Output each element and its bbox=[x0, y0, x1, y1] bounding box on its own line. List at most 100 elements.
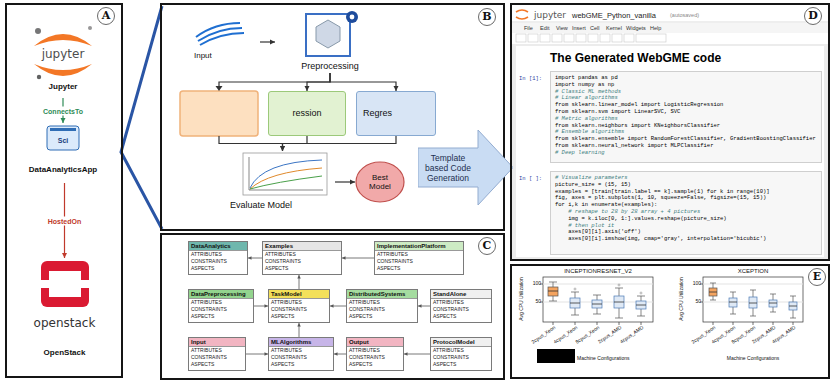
zoom-wedge bbox=[121, 6, 162, 229]
connector bbox=[297, 275, 301, 289]
tick-label: 100 bbox=[681, 280, 701, 286]
menu-item: Edit bbox=[540, 25, 549, 31]
notebook-chrome bbox=[512, 44, 828, 259]
notebook-chrome bbox=[612, 34, 622, 42]
input-node: Input bbox=[190, 21, 260, 63]
tick-label: 2cpus_Xeon bbox=[524, 324, 557, 350]
panel-letter: A bbox=[97, 7, 115, 25]
notebook-name: webGME_Python_vanilla bbox=[572, 11, 656, 20]
compartment: CONSTRAINTS bbox=[189, 354, 245, 361]
panel: CDataAnalyticsATTRIBUTESCONSTRAINTSASPEC… bbox=[160, 233, 505, 380]
menu-item: View bbox=[556, 25, 568, 31]
panel: EINCEPTIONRESNET_V2Avg CPU Utilization10… bbox=[510, 264, 830, 379]
logo-text: jupyter bbox=[23, 47, 103, 61]
redaction-block bbox=[537, 349, 575, 363]
node-label: Evaluate Model bbox=[230, 200, 292, 210]
arrow-head bbox=[216, 86, 223, 91]
arrow-head bbox=[404, 352, 408, 356]
sci-icon bbox=[50, 128, 76, 131]
preprocessing-icon bbox=[346, 11, 358, 23]
panel: BInputPreprocessingressionRegresEvaluate… bbox=[160, 3, 505, 231]
code-line: import numpy as np bbox=[555, 82, 817, 89]
notebook-chrome bbox=[576, 34, 586, 42]
arrow-head bbox=[297, 323, 301, 327]
compartment: ATTRIBUTES bbox=[189, 251, 247, 258]
code-line: from sklearn.ensemble import RandomFores… bbox=[555, 136, 817, 143]
chart-title: XCEPTION bbox=[703, 268, 803, 274]
arrow-head bbox=[330, 304, 334, 308]
notebook-chrome bbox=[516, 34, 526, 42]
jupyter-logo bbox=[35, 28, 41, 34]
input-icon bbox=[198, 28, 242, 41]
box-plot bbox=[709, 292, 797, 306]
code-line: import pandas as pd bbox=[555, 75, 817, 82]
preprocessing-icon bbox=[350, 15, 355, 20]
box-plot bbox=[540, 284, 641, 325]
arrow-head bbox=[270, 40, 275, 45]
class-box: ProtocolModelATTRIBUTESCONSTRAINTSASPECT… bbox=[430, 337, 492, 371]
compartment: ASPECTS bbox=[189, 361, 245, 368]
input-icon bbox=[196, 23, 244, 45]
box-plot bbox=[549, 282, 557, 301]
axis-title: Machine Configurations bbox=[703, 355, 803, 361]
compartment: CONSTRAINTS bbox=[189, 306, 253, 313]
prompt: In [1]: bbox=[519, 75, 542, 82]
heading: The Generated WebGME code bbox=[550, 51, 721, 65]
menu-item: Kernel bbox=[606, 25, 622, 31]
arrow-head bbox=[61, 118, 66, 123]
evaluation-chart bbox=[249, 157, 323, 190]
input-icon bbox=[196, 23, 240, 37]
compartment: CONSTRAINTS bbox=[431, 354, 491, 361]
redaction-block bbox=[537, 349, 575, 363]
box-plot bbox=[637, 296, 645, 316]
connector bbox=[280, 136, 396, 151]
compartment: ASPECTS bbox=[189, 313, 253, 320]
notebook-chrome bbox=[516, 34, 666, 42]
connector bbox=[246, 352, 268, 356]
connector bbox=[330, 73, 399, 91]
panel-letter: B bbox=[478, 8, 496, 26]
compartment: ATTRIBUTES bbox=[375, 251, 463, 258]
box-plot bbox=[730, 292, 736, 314]
menu-item: File bbox=[524, 25, 533, 31]
compartment: ATTRIBUTES bbox=[269, 299, 329, 306]
code-cell: In [1]:import pandas as pdimport numpy a… bbox=[550, 71, 822, 163]
code-line: # Metric algorithms bbox=[555, 116, 817, 123]
arrow-head bbox=[216, 86, 223, 91]
compartment: CONSTRAINTS bbox=[375, 258, 463, 265]
code-line: picture_size = (15, 15) bbox=[555, 182, 817, 189]
notebook-chrome bbox=[624, 34, 634, 42]
class-name: StandAlone bbox=[431, 290, 491, 299]
notebook-chrome bbox=[588, 34, 598, 42]
box-plot bbox=[615, 288, 623, 318]
logo-text: jupyter bbox=[534, 10, 566, 20]
preprocessing-icon bbox=[316, 20, 340, 48]
connector bbox=[334, 352, 346, 356]
prompt: In [ ]: bbox=[519, 175, 542, 182]
menu-item: Cell bbox=[590, 25, 599, 31]
class-name: Examples bbox=[263, 242, 341, 251]
node-label: DataAnalyticsApp bbox=[13, 165, 113, 174]
connector-line bbox=[307, 73, 330, 91]
class-box: TaskModelATTRIBUTESCONSTRAINTSASPECTS bbox=[268, 289, 330, 323]
result-ellipse: Best Model bbox=[355, 161, 405, 203]
openstack-logo bbox=[41, 280, 49, 288]
panel-letter: D bbox=[804, 7, 822, 25]
box-plot bbox=[769, 300, 777, 307]
menu-item: Insert bbox=[572, 25, 586, 31]
code-line: examples = [train[train.label == k].samp… bbox=[555, 189, 817, 196]
evaluation-chart bbox=[243, 153, 327, 195]
panel-letter: C bbox=[478, 237, 496, 255]
connector bbox=[254, 304, 268, 308]
node-label: OpenStack bbox=[17, 348, 112, 357]
evaluation-chart bbox=[250, 168, 322, 189]
code-line: from sklearn.linear_model import Logisti… bbox=[555, 102, 817, 109]
notebook-chrome bbox=[636, 34, 666, 42]
jupyter-logo bbox=[34, 64, 92, 76]
box-plot bbox=[548, 291, 646, 305]
code-line: # Visualize parameters bbox=[555, 175, 817, 182]
node-label: Preprocessing bbox=[275, 61, 385, 71]
edge-label: HostedOn bbox=[47, 216, 82, 225]
connector bbox=[404, 352, 430, 356]
